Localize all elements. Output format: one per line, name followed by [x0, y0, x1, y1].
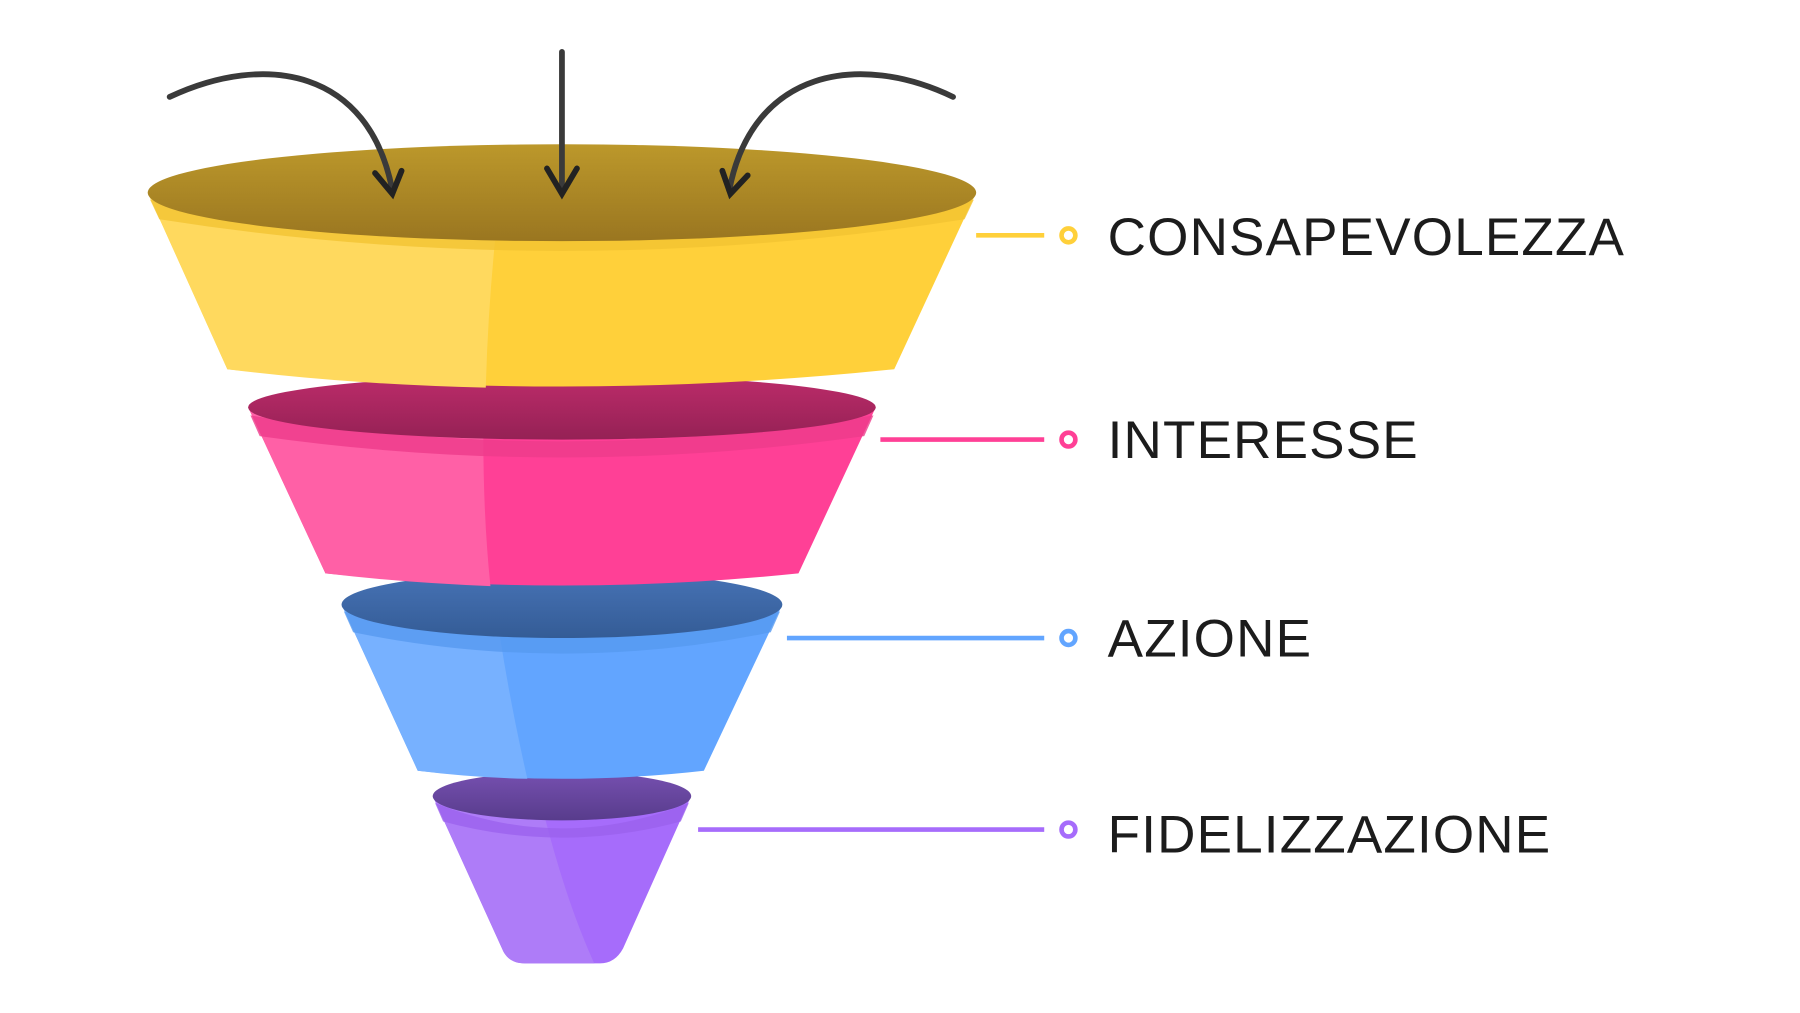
arrow-down-icon	[544, 49, 580, 200]
stage-label: INTERESSE	[1108, 411, 1419, 470]
stage-label-row-consapevolezza: CONSAPEVOLEZZA	[976, 208, 1625, 267]
arrow-down-icon	[166, 71, 405, 200]
stage-label: FIDELIZZAZIONE	[1108, 806, 1552, 865]
inflow-arrows	[166, 49, 956, 200]
stage-label: CONSAPEVOLEZZA	[1108, 208, 1625, 267]
stage-label-row-interesse: INTERESSE	[880, 411, 1418, 470]
funnel-stage-consapevolezza	[147, 144, 977, 388]
stage-label-row-azione: AZIONE	[786, 609, 1312, 668]
bullet-icon	[1059, 226, 1078, 245]
stage-label: AZIONE	[1108, 609, 1312, 668]
funnel-stage-interesse	[248, 374, 876, 587]
funnel-stage-azione	[341, 571, 783, 779]
bullet-icon	[1059, 430, 1078, 449]
bullet-icon	[1059, 628, 1078, 648]
stage-label-row-fidelizzazione: FIDELIZZAZIONE	[698, 806, 1552, 865]
funnel-stage-fidelizzazione	[432, 771, 692, 964]
bullet-icon	[1059, 820, 1078, 839]
arrow-down-icon	[719, 71, 956, 200]
